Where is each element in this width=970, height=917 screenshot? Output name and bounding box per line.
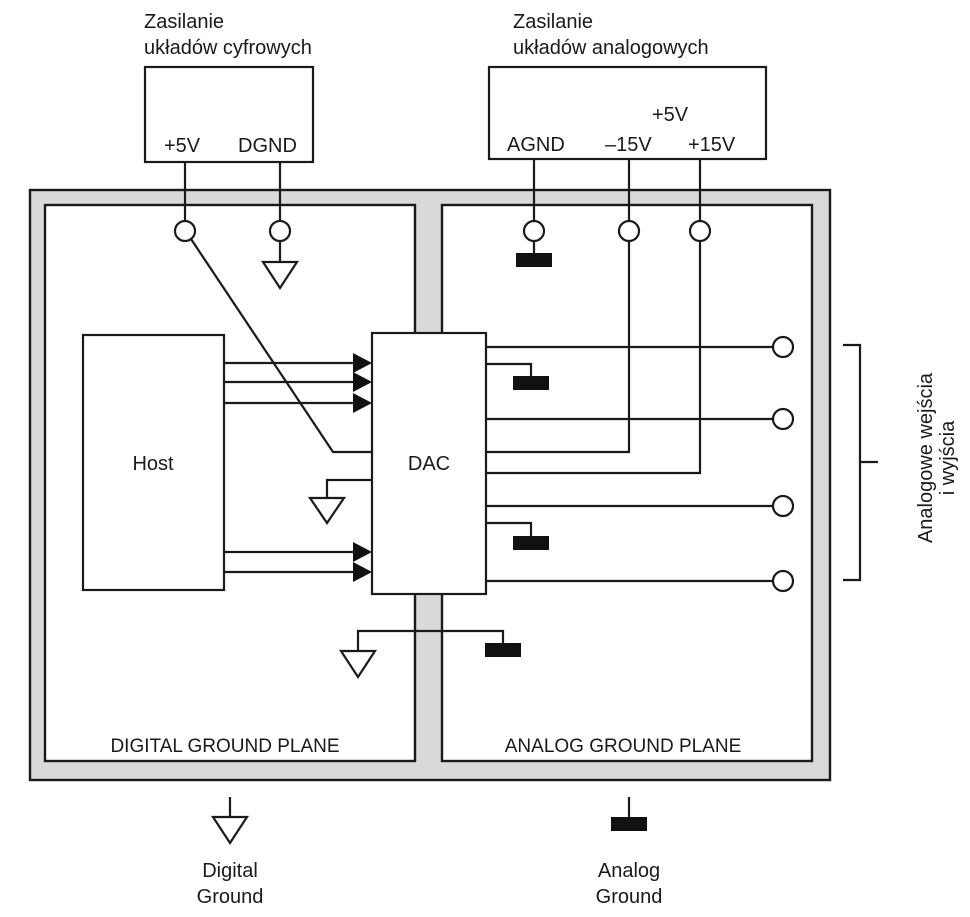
analog-supply: Zasilanie układów analogowych +5V AGND –…: [487, 11, 768, 161]
digital-supply-box: [143, 65, 315, 164]
dac-label: DAC: [408, 453, 450, 475]
wire-minus15v-to-dac: [486, 241, 631, 454]
analog-io-terminal-4: [771, 569, 795, 593]
host-label: Host: [132, 453, 174, 475]
digital-supply-title-2: układów cyfrowych: [144, 37, 312, 59]
analog-ground-icon: [611, 817, 647, 831]
star-ground-bridge: [356, 629, 505, 651]
wire-plus15v-to-dac: [486, 241, 702, 475]
analog-io-terminal-3: [771, 494, 795, 518]
arrow-icon: [353, 393, 372, 413]
analog-ground-plane: [440, 203, 814, 763]
analog-ground-icon: [485, 643, 521, 657]
analog-io-terminal-2: [771, 407, 795, 431]
legend-analog-line-1: Analog: [598, 860, 660, 882]
pin-label-5v-digital: +5V: [164, 135, 201, 157]
analog-ground-icon: [513, 376, 549, 390]
legend-digital-line-2: Ground: [197, 886, 264, 908]
wire-dac-dgnd: [325, 478, 372, 498]
terminal-5v-digital: [173, 219, 197, 243]
digital-supply-title-1: Zasilanie: [144, 11, 224, 33]
pin-label-5v-analog: +5V: [652, 104, 689, 126]
pin-label-dgnd: DGND: [238, 135, 297, 157]
pin-label-plus15v: +15V: [688, 134, 736, 156]
digital-ground-icon: [260, 260, 300, 291]
digital-ground-icon: [338, 649, 378, 680]
digital-ground-icon: [210, 815, 250, 846]
terminal-agnd: [522, 219, 546, 243]
analog-supply-title-2: układów analogowych: [513, 37, 709, 59]
digital-ground-icon: [307, 496, 347, 525]
legend-digital-ground: Digital Ground: [197, 797, 264, 908]
legend-digital-line-1: Digital: [202, 860, 258, 882]
analog-plane-label: ANALOG GROUND PLANE: [505, 736, 742, 757]
terminal-dgnd: [268, 219, 292, 243]
arrow-icon: [353, 353, 372, 373]
io-bracket: [843, 343, 862, 582]
data-bus: [224, 353, 372, 582]
arrow-icon: [353, 372, 372, 392]
terminal-plus15v: [688, 219, 712, 243]
analog-supply-title-1: Zasilanie: [513, 11, 593, 33]
legend-analog-line-2: Ground: [596, 886, 663, 908]
io-label-line-2: i wyjścia: [937, 420, 959, 495]
arrow-icon: [353, 542, 372, 562]
arrow-icon: [353, 562, 372, 582]
pin-label-minus15v: –15V: [605, 134, 652, 156]
analog-ground-icon: [516, 253, 552, 267]
io-label-line-1: Analogowe wejścia: [915, 372, 937, 543]
analog-io-terminal-1: [771, 335, 795, 359]
terminal-minus15v: [617, 219, 641, 243]
host-block: [81, 333, 226, 592]
wire-5v-to-dac: [190, 238, 372, 454]
dac-block: [370, 331, 488, 596]
analog-ground-icon: [513, 536, 549, 550]
digital-supply: Zasilanie układów cyfrowych +5V DGND: [143, 11, 315, 164]
wire-dac-agnd-2: [486, 521, 533, 536]
io-bracket-label: Analogowe wejścia i wyjścia: [915, 372, 959, 543]
pin-label-agnd: AGND: [507, 134, 565, 156]
wire-dac-agnd-1: [486, 362, 533, 376]
analog-supply-box: [487, 65, 768, 161]
legend-analog-ground: Analog Ground: [596, 797, 663, 908]
digital-plane-label: DIGITAL GROUND PLANE: [110, 736, 339, 757]
